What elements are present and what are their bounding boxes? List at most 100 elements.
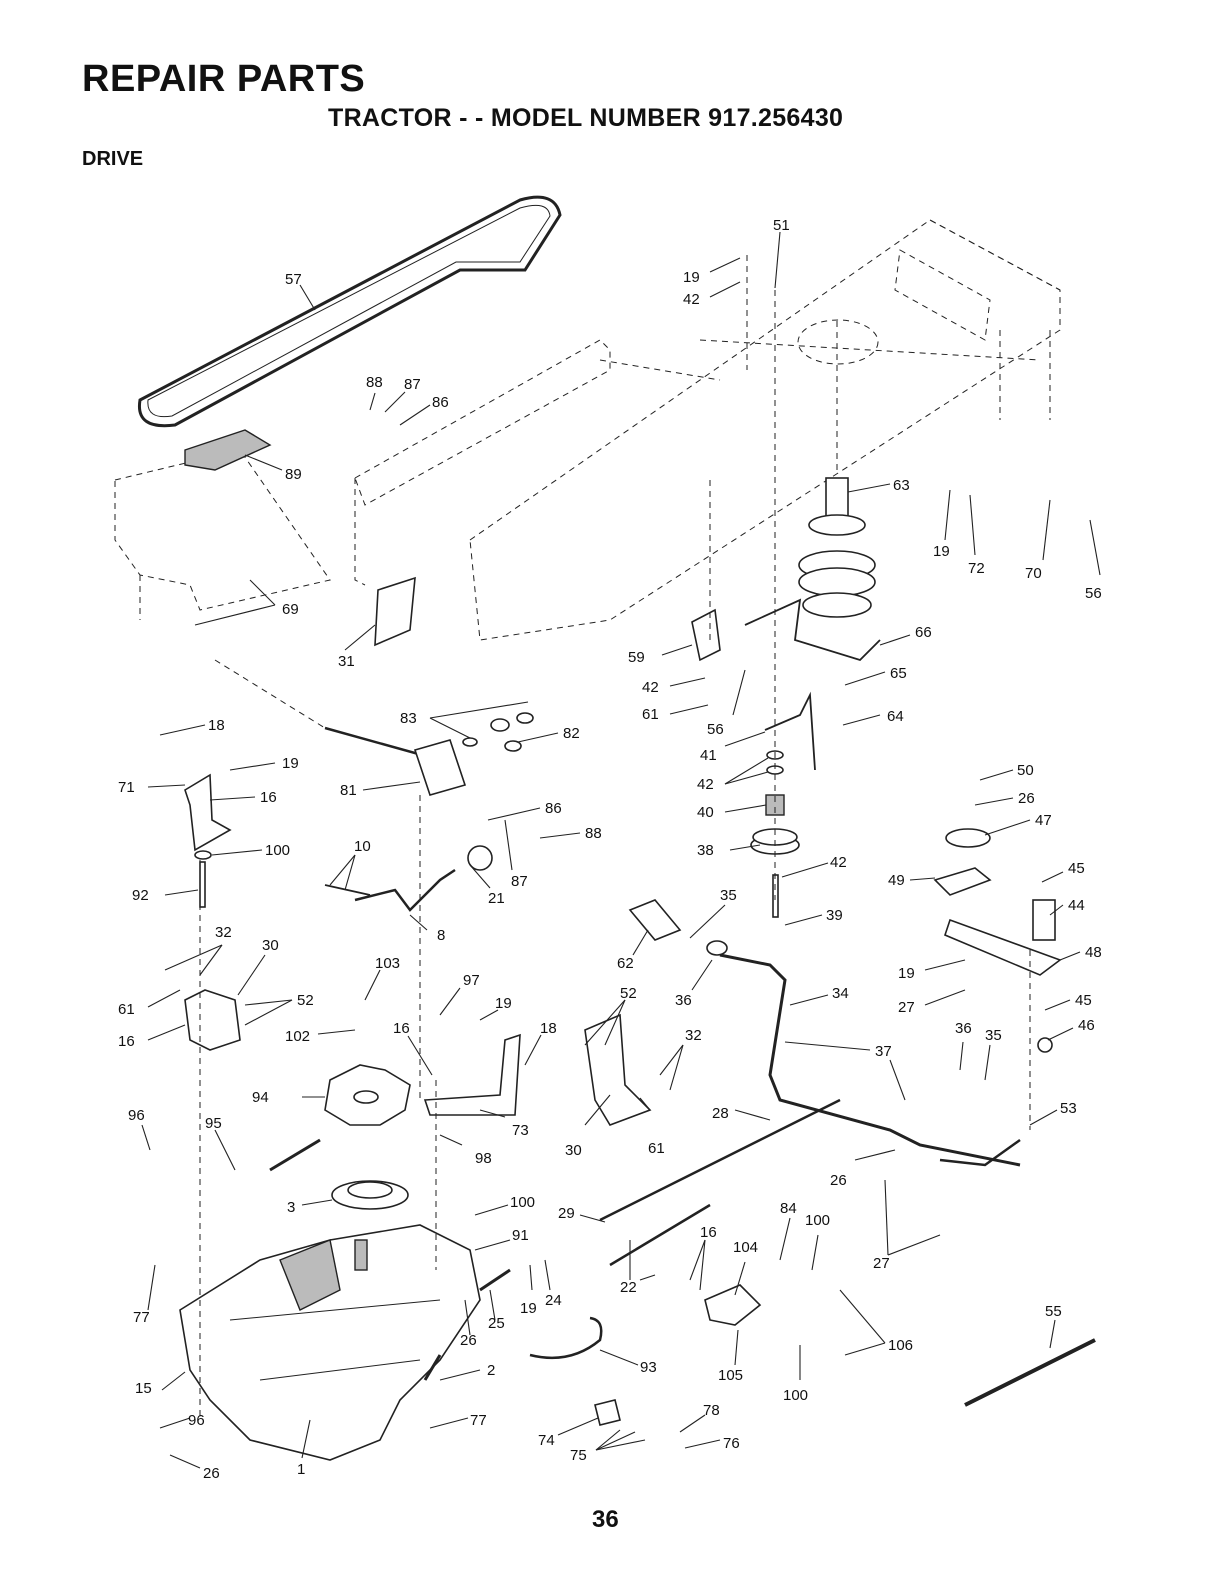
callout-63: 63 — [893, 477, 910, 494]
callout-72: 72 — [968, 560, 985, 577]
callout-15: 15 — [135, 1380, 152, 1397]
engine-pulley — [798, 477, 876, 618]
drive-belt — [137, 195, 562, 428]
callout-91: 91 — [512, 1227, 529, 1244]
callout-36: 36 — [675, 992, 692, 1009]
callout-62: 62 — [617, 955, 634, 972]
callout-48: 48 — [1085, 944, 1102, 961]
callout-37: 37 — [875, 1043, 892, 1060]
callout-49: 49 — [888, 872, 905, 889]
callout-86: 86 — [432, 394, 449, 411]
callout-19: 19 — [282, 755, 299, 772]
callout-16: 16 — [260, 789, 277, 806]
callout-94: 94 — [252, 1089, 269, 1106]
callout-19: 19 — [683, 269, 700, 286]
callout-19: 19 — [898, 965, 915, 982]
callout-97: 97 — [463, 972, 480, 989]
bracket-30-left — [184, 989, 241, 1051]
callout-1: 1 — [297, 1461, 305, 1478]
shift-shaft-34 — [599, 940, 1021, 1222]
spring-95 — [269, 1138, 321, 1172]
callout-93: 93 — [640, 1359, 657, 1376]
callout-28: 28 — [712, 1105, 729, 1122]
callout-92: 92 — [132, 887, 149, 904]
belt-keeper-66 — [744, 598, 881, 662]
callout-102: 102 — [285, 1028, 310, 1045]
callout-77: 77 — [470, 1412, 487, 1429]
callout-61: 61 — [642, 706, 659, 723]
callout-30: 30 — [565, 1142, 582, 1159]
callout-29: 29 — [558, 1205, 575, 1222]
callout-81: 81 — [340, 782, 357, 799]
callout-42: 42 — [642, 679, 659, 696]
callout-87: 87 — [511, 873, 528, 890]
callout-44: 44 — [1068, 897, 1085, 914]
leader-lines — [141, 231, 1101, 1469]
transaxle-pulley — [331, 1180, 409, 1210]
callout-84: 84 — [780, 1200, 797, 1217]
callout-61: 61 — [118, 1001, 135, 1018]
callout-26: 26 — [203, 1465, 220, 1482]
belt-guide-bracket — [374, 576, 416, 647]
rod-22 — [609, 1203, 711, 1267]
callout-57: 57 — [285, 271, 302, 288]
callout-39: 39 — [826, 907, 843, 924]
callout-18: 18 — [540, 1020, 557, 1037]
callout-88: 88 — [585, 825, 602, 842]
callout-26: 26 — [460, 1332, 477, 1349]
callout-19: 19 — [933, 543, 950, 560]
spacer-62 — [628, 899, 682, 941]
callout-95: 95 — [205, 1115, 222, 1132]
callout-106: 106 — [888, 1337, 913, 1354]
callout-35: 35 — [985, 1027, 1002, 1044]
callout-96: 96 — [188, 1412, 205, 1429]
bracket-59 — [691, 608, 721, 662]
belt-guide — [184, 429, 272, 471]
callout-71: 71 — [118, 779, 135, 796]
callout-51: 51 — [773, 217, 790, 234]
callout-89: 89 — [285, 466, 302, 483]
callout-56: 56 — [1085, 585, 1102, 602]
callout-42: 42 — [830, 854, 847, 871]
callout-42: 42 — [683, 291, 700, 308]
spring-55 — [964, 1338, 1096, 1407]
callout-10: 10 — [354, 838, 371, 855]
callout-27: 27 — [873, 1255, 890, 1272]
callout-78: 78 — [703, 1402, 720, 1419]
callout-16: 16 — [393, 1020, 410, 1037]
callout-82: 82 — [563, 725, 580, 742]
callout-31: 31 — [338, 653, 355, 670]
callout-74: 74 — [538, 1432, 555, 1449]
callout-76: 76 — [723, 1435, 740, 1452]
brake-assembly — [933, 828, 1062, 1053]
callout-66: 66 — [915, 624, 932, 641]
callout-69: 69 — [282, 601, 299, 618]
callout-64: 64 — [887, 708, 904, 725]
callout-73: 73 — [512, 1122, 529, 1139]
callout-35: 35 — [720, 887, 737, 904]
bolt-92 — [199, 861, 206, 908]
rod-53 — [939, 1138, 1021, 1167]
page-title: REPAIR PARTS — [82, 58, 366, 100]
callout-98: 98 — [475, 1150, 492, 1167]
callout-25: 25 — [488, 1315, 505, 1332]
callout-104: 104 — [733, 1239, 758, 1256]
callout-88: 88 — [366, 374, 383, 391]
callout-32: 32 — [685, 1027, 702, 1044]
bracket-104 — [704, 1284, 762, 1326]
callout-22: 22 — [620, 1279, 637, 1296]
callout-38: 38 — [697, 842, 714, 859]
callout-32: 32 — [215, 924, 232, 941]
callout-59: 59 — [628, 649, 645, 666]
callout-24: 24 — [545, 1292, 562, 1309]
callout-87: 87 — [404, 376, 421, 393]
spring-2 — [423, 1354, 442, 1381]
callout-53: 53 — [1060, 1100, 1077, 1117]
callout-34: 34 — [832, 985, 849, 1002]
page-subtitle: TRACTOR - - MODEL NUMBER 917.256430 — [328, 104, 844, 132]
callout-103: 103 — [375, 955, 400, 972]
assembly-lines — [199, 255, 1031, 1420]
callout-100: 100 — [805, 1212, 830, 1229]
callout-77: 77 — [133, 1309, 150, 1326]
